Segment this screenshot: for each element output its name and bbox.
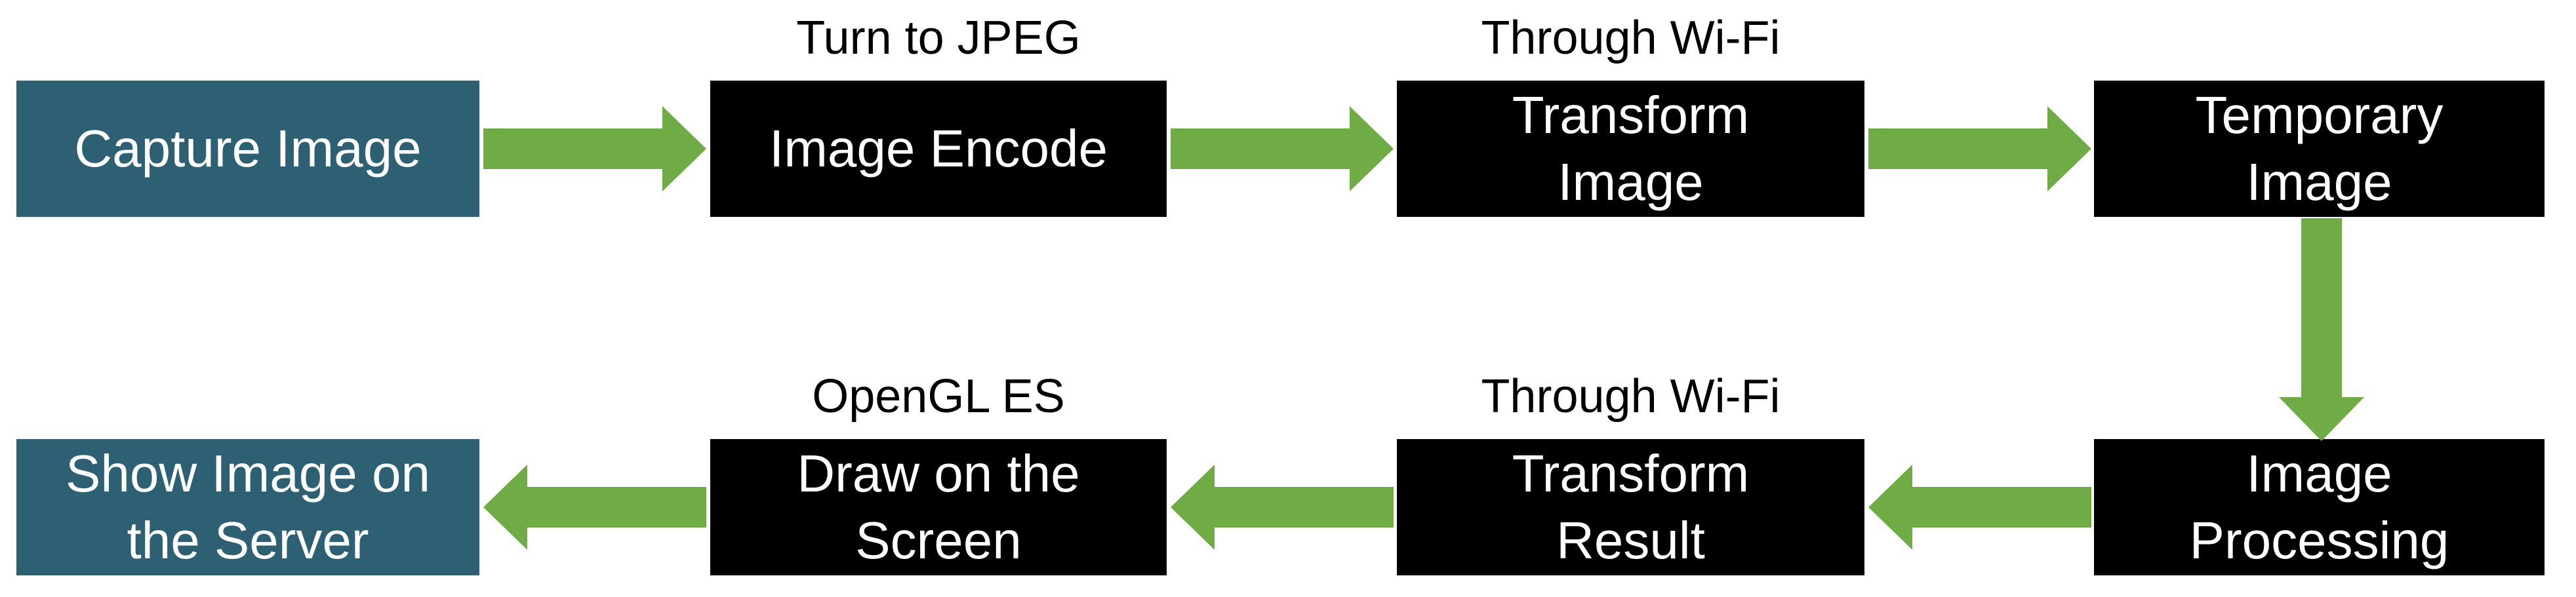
arrow-shape [1868, 106, 2091, 191]
annotation-turn-to-jpeg: Turn to JPEG [796, 12, 1081, 64]
annotation-opengl-es: OpenGL ES [812, 370, 1065, 423]
arrow-shape [1868, 465, 2091, 550]
arrow-capture-to-encode-icon [483, 106, 706, 191]
arrow-shape [1171, 106, 1394, 191]
node-capture-image-label: Capture Image [74, 119, 422, 178]
arrow-shape [483, 465, 706, 550]
node-transform-result-label: Transform Result [1512, 444, 1750, 569]
annotation-through-wifi-top: Through Wi-Fi [1481, 12, 1781, 64]
arrow-transform-to-temporary-icon [1868, 106, 2091, 191]
arrow-processing-to-result-icon [1868, 465, 2091, 550]
annotation-through-wifi-bottom: Through Wi-Fi [1481, 370, 1781, 423]
arrow-shape [1171, 465, 1394, 550]
arrow-shape [483, 106, 706, 191]
node-image-encode: Image Encode [710, 81, 1167, 217]
node-image-encode-label: Image Encode [769, 119, 1108, 178]
node-temporary-image-label: Temporary Image [2195, 86, 2444, 211]
node-transform-result: Transform Result [1397, 439, 1864, 575]
node-capture-image: Capture Image [16, 81, 479, 217]
node-transform-image: Transform Image [1397, 81, 1864, 217]
node-draw-on-screen: Draw on the Screen [710, 439, 1167, 575]
arrow-encode-to-transform-icon [1171, 106, 1394, 191]
node-show-image-server: Show Image on the Server [16, 439, 479, 575]
node-transform-image-label: Transform Image [1512, 86, 1750, 211]
node-temporary-image: Temporary Image [2094, 81, 2545, 217]
arrow-result-to-draw-icon [1171, 465, 1394, 550]
node-image-processing: Image Processing [2094, 439, 2545, 575]
node-image-processing-label: Image Processing [2189, 444, 2449, 569]
node-show-image-server-label: Show Image on the Server [66, 444, 430, 569]
arrow-shape [2279, 218, 2364, 441]
arrow-draw-to-show-icon [483, 465, 706, 550]
arrow-temporary-to-processing-icon [2279, 218, 2364, 441]
node-draw-on-screen-label: Draw on the Screen [797, 444, 1080, 569]
